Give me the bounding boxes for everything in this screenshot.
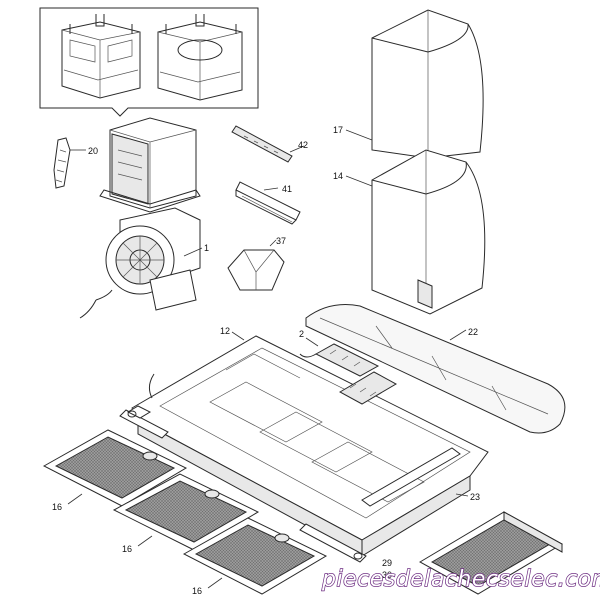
part-20-bracket: [53, 137, 86, 189]
callout-16-second: 16: [122, 544, 132, 554]
callout-17: 17: [333, 125, 343, 135]
light-bars: [119, 405, 367, 563]
part-30-carbon-filter: [418, 511, 564, 595]
detail-inset: [39, 7, 259, 117]
callout-41: 41: [282, 184, 292, 194]
part-motor-housing: [99, 117, 201, 213]
callout-30: 30: [382, 570, 392, 580]
callout-14: 14: [333, 171, 343, 181]
callout-16-first: 16: [52, 502, 62, 512]
part-16-filter-2: [112, 473, 260, 551]
part-1-fan-motor: [79, 207, 203, 319]
part-42-rail: [231, 125, 305, 163]
part-14-lower-chimney: [345, 149, 486, 315]
callout-2: 2: [299, 329, 304, 339]
callout-20: 20: [88, 146, 98, 156]
callout-29: 29: [382, 558, 392, 568]
part-16-filter-1: [42, 429, 188, 507]
callout-23: 23: [470, 492, 480, 502]
part-37-shroud: [227, 239, 285, 291]
inset-housing-left: [61, 14, 141, 99]
callout-16-third: 16: [192, 586, 202, 596]
callout-1: 1: [204, 243, 209, 253]
callout-37: 37: [276, 236, 286, 246]
part-2-control-module: [299, 337, 380, 377]
callout-22: 22: [468, 327, 478, 337]
part-17-upper-chimney: [345, 9, 484, 159]
part-23-trim: [361, 447, 469, 507]
part-41-rail: [235, 181, 301, 225]
callout-42: 42: [298, 140, 308, 150]
part-22-glass-canopy: [305, 304, 566, 434]
inset-housing-right: [157, 14, 243, 101]
watermark-text: piecesdelachecselec.com: [321, 567, 600, 592]
callout-12: 12: [220, 326, 230, 336]
part-16-filter-3: [182, 517, 328, 595]
